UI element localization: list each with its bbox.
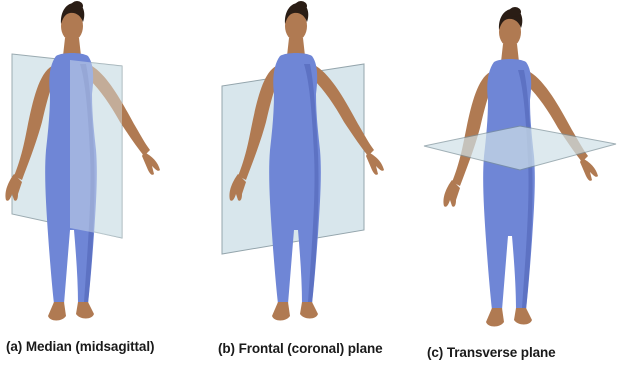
panel-a-median bbox=[5, 1, 160, 321]
panel-b-frontal bbox=[222, 1, 384, 321]
caption-transverse: (c) Transverse plane bbox=[427, 345, 556, 360]
panel-c-transverse bbox=[424, 7, 616, 327]
caption-frontal: (b) Frontal (coronal) plane bbox=[218, 341, 383, 356]
median-plane-front bbox=[70, 60, 122, 238]
caption-median: (a) Median (midsagittal) bbox=[6, 339, 154, 354]
